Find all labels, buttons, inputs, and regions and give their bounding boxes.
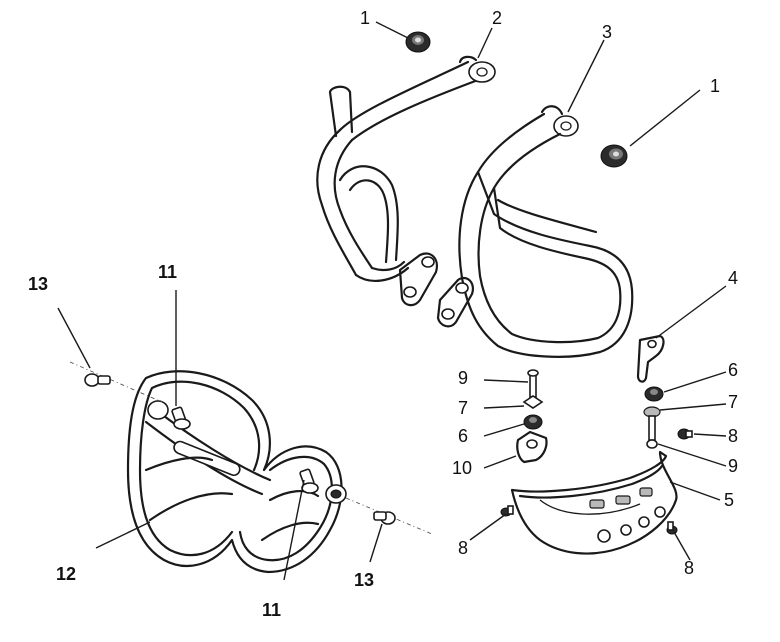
bolt-13-right [373, 511, 396, 525]
callout-8-bottom: 8 [684, 558, 694, 578]
callout-7-left: 7 [458, 398, 468, 418]
bolt-8-bottom [666, 521, 678, 535]
callout-11-upper: 11 [158, 262, 177, 282]
bolt-13-left [84, 373, 111, 387]
mount-eye-left [468, 61, 496, 83]
callout-10: 10 [452, 458, 472, 478]
callout-labels: 1 2 3 1 4 9 6 7 7 6 8 10 9 5 8 8 13 11 1… [28, 8, 738, 620]
callout-8-left: 8 [458, 538, 468, 558]
callout-7-right: 7 [728, 392, 738, 412]
hardware-stack-right [643, 386, 664, 449]
mount-eye-right [553, 115, 579, 137]
callout-6-right: 6 [728, 360, 738, 380]
callout-9-right: 9 [728, 456, 738, 476]
callout-13-right: 13 [354, 570, 374, 590]
callout-5: 5 [724, 490, 734, 510]
callout-13-left: 13 [28, 274, 48, 294]
stud-11-upper [171, 406, 191, 430]
bracket-4 [636, 334, 665, 383]
callout-8-right: 8 [728, 426, 738, 446]
leader-lines [57, 21, 727, 581]
grommet-top [405, 31, 431, 53]
callout-1-right: 1 [710, 76, 720, 96]
grommet-right [600, 144, 628, 168]
callout-4: 4 [728, 268, 738, 288]
skid-plate [510, 450, 678, 555]
crash-bar-right [436, 105, 634, 358]
callout-11-lower: 11 [262, 600, 281, 620]
callout-9-left: 9 [458, 368, 468, 388]
callout-1-top: 1 [360, 8, 370, 28]
bolt-8-left [500, 505, 514, 517]
nut-8-right [677, 428, 693, 440]
callout-3: 3 [602, 22, 612, 42]
hardware-stack-left [516, 369, 548, 464]
callout-6-left: 6 [458, 426, 468, 446]
engine-guard [126, 370, 347, 574]
crash-bar-left [316, 55, 496, 307]
callout-2: 2 [492, 8, 502, 28]
callout-12: 12 [56, 564, 76, 584]
